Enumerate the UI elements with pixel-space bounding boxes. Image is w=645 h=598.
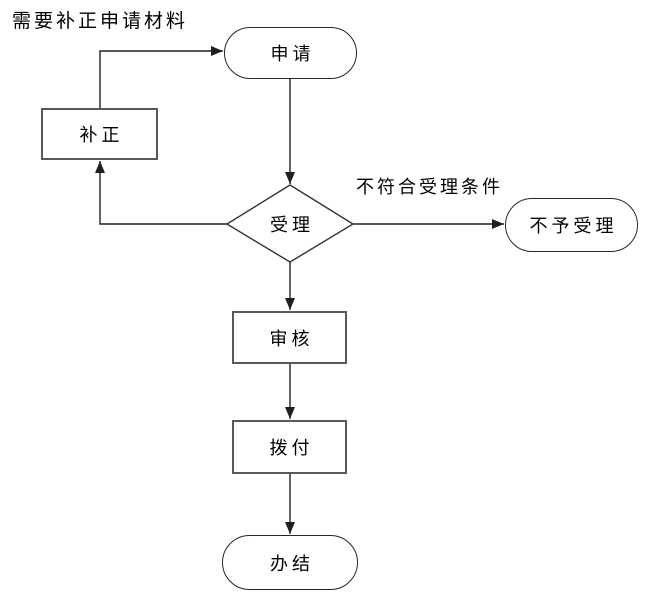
node-reject: 不予受理 [505, 198, 638, 252]
node-complete-label: 办结 [270, 553, 314, 575]
diagram-title: 需要补正申请材料 [12, 10, 189, 32]
node-disburse: 拨付 [232, 420, 347, 474]
edge-label-not-meet-conditions: 不符合受理条件 [356, 177, 503, 198]
edge-supplement-to-apply [99, 46, 223, 108]
node-apply-label: 申请 [270, 44, 315, 65]
node-supplement-label: 补正 [79, 125, 124, 146]
accept-diamond-shape [225, 184, 355, 263]
node-accept-label: 受理 [270, 215, 314, 236]
node-accept: 受理 [227, 186, 353, 262]
node-reject-label: 不予受理 [529, 216, 618, 237]
edge-accept-to-supplement [95, 161, 227, 225]
node-review-label: 审核 [269, 328, 314, 350]
node-complete: 办结 [222, 535, 358, 590]
node-supplement: 补正 [41, 108, 158, 160]
node-disburse-label: 拨付 [269, 438, 314, 459]
node-apply: 申请 [224, 27, 357, 79]
node-review: 审核 [232, 311, 347, 364]
